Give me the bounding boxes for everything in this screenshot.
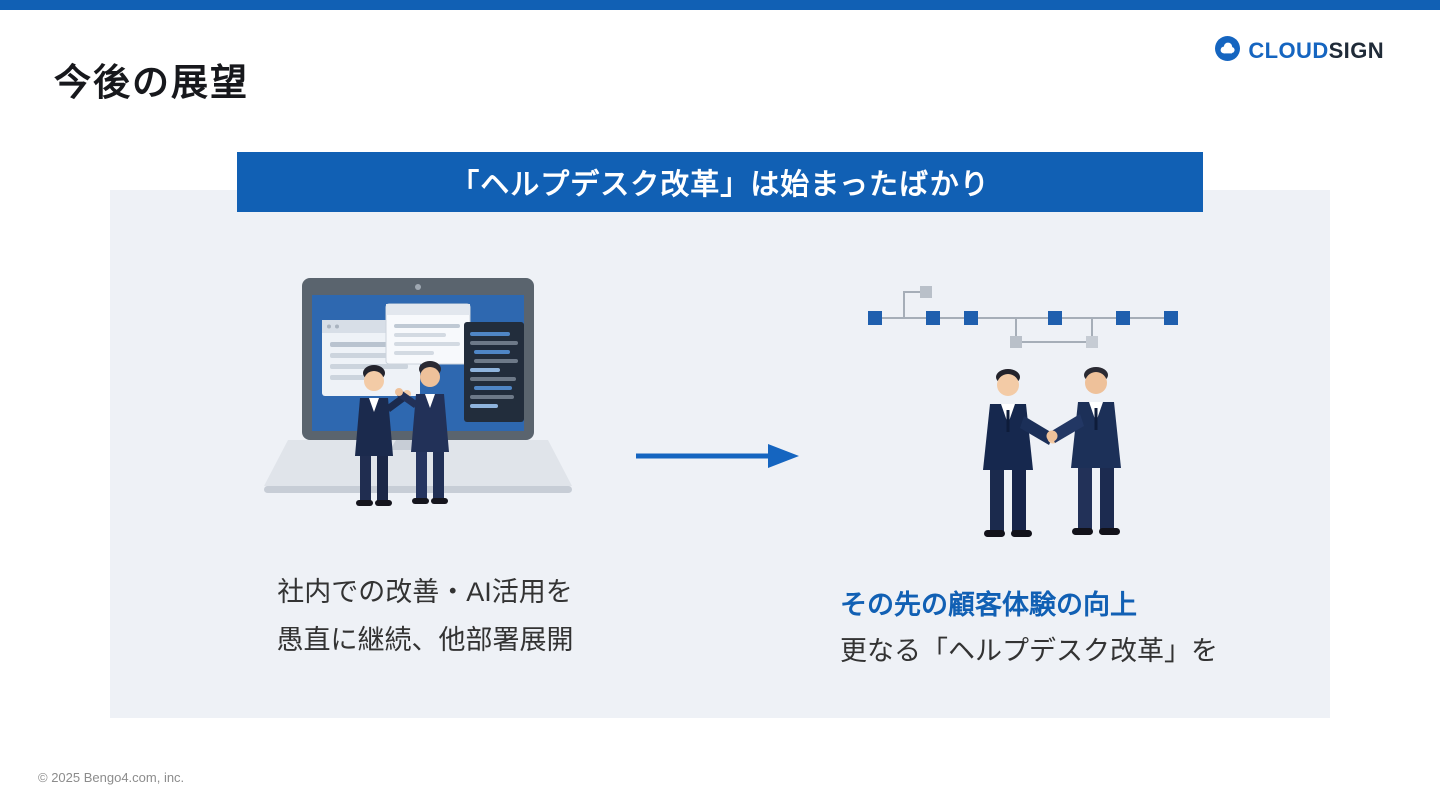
people-at-laptop-illustration [258,278,578,523]
left-caption-line1: 社内での改善・AI活用を [277,577,573,607]
right-caption-highlight: その先の顧客体験の向上 [840,590,1137,620]
left-caption-line2: 愚直に継続、他部署展開 [276,625,574,655]
logo-text-cloud: CLOUD [1248,38,1329,63]
arrow-right-icon [636,438,801,479]
section-heading-text: 「ヘルプデスク改革」は始まったばかり [450,169,990,201]
right-caption: その先の顧客体験の向上 更なる「ヘルプデスク改革」を [840,582,1218,674]
page-title: 今後の展望 [54,62,249,103]
cloudsign-logo: CLOUD SIGN [1214,35,1384,67]
network-diagram-illustration [868,280,1178,365]
logo-wordmark: CLOUD SIGN [1248,38,1384,64]
top-accent-bar [0,0,1440,10]
right-caption-sub: 更なる「ヘルプデスク改革」を [840,636,1218,666]
left-caption: 社内での改善・AI活用を 愚直に継続、他部署展開 [200,568,650,664]
logo-text-sign: SIGN [1328,38,1384,63]
section-heading-banner: 「ヘルプデスク改革」は始まったばかり [237,152,1203,212]
footer-copyright: © 2025 Bengo4.com, inc. [38,770,185,785]
cloudsign-cloud-icon [1214,35,1241,67]
handshake-illustration [932,358,1172,553]
